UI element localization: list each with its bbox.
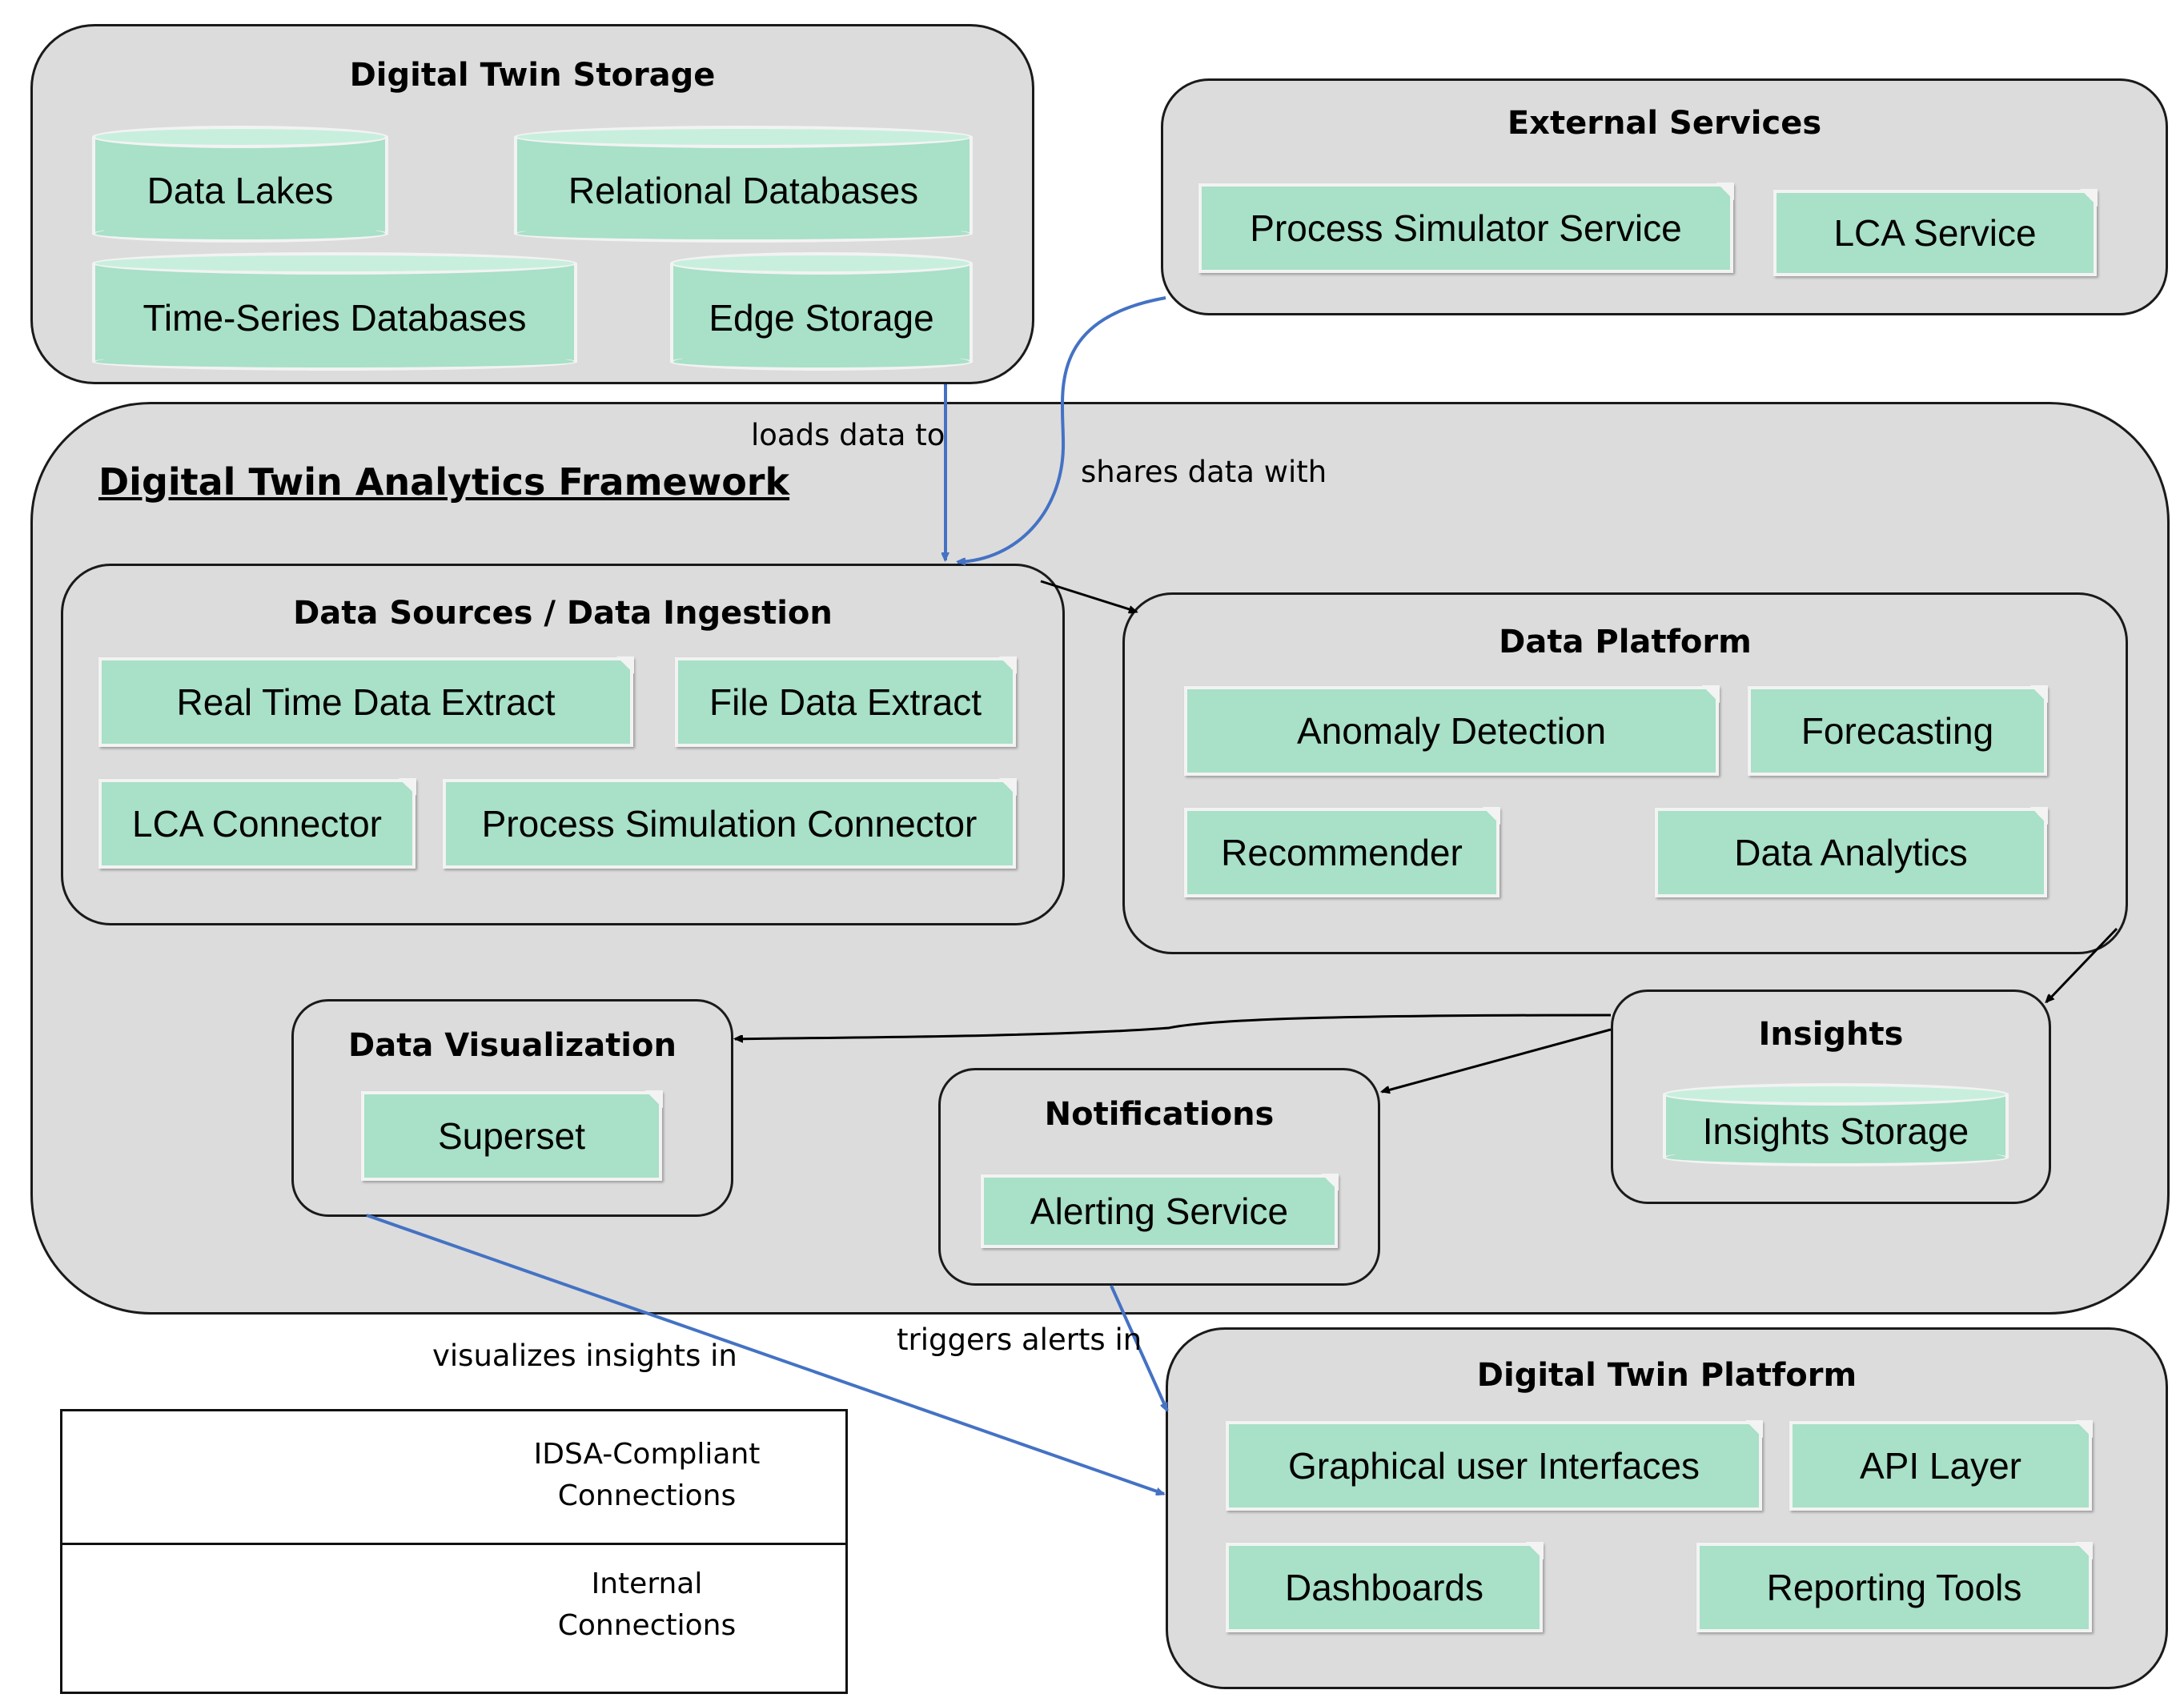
api-layer: API Layer bbox=[1789, 1420, 2093, 1511]
label-visualizes-insights: visualizes insights in bbox=[432, 1339, 737, 1373]
dt-platform-title: Digital Twin Platform bbox=[1476, 1357, 1857, 1394]
edge-insights-to-notifications bbox=[1382, 1028, 1612, 1092]
cylinder-data-lakes: Data Lakes bbox=[92, 126, 388, 243]
edge-insights-to-visualization bbox=[735, 1014, 1612, 1039]
cylinder-relational-databases: Relational Databases bbox=[514, 126, 973, 243]
insights-group: Insights Insights Storage bbox=[1611, 989, 2051, 1204]
notifications-group: Notifications Alerting Service bbox=[938, 1068, 1380, 1286]
forecasting: Forecasting bbox=[1748, 685, 2048, 776]
cylinder-time-series-databases: Time-Series Databases bbox=[92, 252, 577, 371]
data-lakes-label: Data Lakes bbox=[147, 170, 334, 211]
edge-storage-label: Edge Storage bbox=[709, 297, 934, 339]
legend-internal-label: Internal Connections bbox=[557, 1568, 737, 1642]
insights-storage-label: Insights Storage bbox=[1702, 1110, 1969, 1152]
data-platform-title: Data Platform bbox=[1499, 624, 1752, 660]
edge-triggers-alerts bbox=[1110, 1285, 1169, 1411]
notifications-title: Notifications bbox=[1044, 1096, 1275, 1133]
edge-shares-data bbox=[958, 296, 1166, 562]
framework-title: Digital Twin Analytics Framework bbox=[98, 460, 790, 504]
data-visualization-title: Data Visualization bbox=[348, 1027, 676, 1064]
legend-idsa-label: IDSA-Compliant Connections bbox=[533, 1438, 761, 1512]
label-triggers-alerts: triggers alerts in bbox=[897, 1323, 1142, 1357]
reporting-tools: Reporting Tools bbox=[1696, 1542, 2093, 1632]
legend: IDSA-Compliant Connections Internal Conn… bbox=[60, 1409, 848, 1694]
anomaly-detection: Anomaly Detection bbox=[1184, 685, 1720, 776]
label-loads-data: loads data to bbox=[751, 418, 945, 452]
lca-connector: LCA Connector bbox=[98, 778, 416, 869]
recommender: Recommender bbox=[1184, 807, 1500, 897]
dt-platform-group: Digital Twin Platform Graphical user Int… bbox=[1166, 1327, 2168, 1689]
insights-title: Insights bbox=[1758, 1016, 1904, 1053]
label-shares-data: shares data with bbox=[1081, 455, 1327, 489]
process-simulator-service: Process Simulator Service bbox=[1198, 183, 1734, 273]
lca-service: LCA Service bbox=[1773, 189, 2098, 276]
data-visualization-group: Data Visualization Superset bbox=[291, 999, 733, 1217]
edge-ingestion-to-platform bbox=[1040, 580, 1137, 612]
external-services-title: External Services bbox=[1507, 105, 1822, 142]
process-simulation-connector: Process Simulation Connector bbox=[443, 778, 1017, 869]
dashboards: Dashboards bbox=[1226, 1542, 1544, 1632]
alerting-service: Alerting Service bbox=[981, 1174, 1339, 1248]
edge-platform-to-insights bbox=[2046, 927, 2118, 1002]
ingestion-group: Data Sources / Data Ingestion Real Time … bbox=[61, 564, 1065, 925]
storage-group: Digital Twin Storage Data Lakes Relation… bbox=[30, 24, 1034, 384]
storage-title: Digital Twin Storage bbox=[349, 57, 716, 94]
data-analytics: Data Analytics bbox=[1655, 807, 2048, 897]
cylinder-insights-storage: Insights Storage bbox=[1663, 1083, 2009, 1166]
time-series-databases-label: Time-Series Databases bbox=[143, 297, 527, 339]
legend-divider bbox=[62, 1543, 845, 1545]
superset: Superset bbox=[361, 1090, 663, 1181]
graphical-user-interfaces: Graphical user Interfaces bbox=[1226, 1420, 1763, 1511]
external-services-group: External Services Process Simulator Serv… bbox=[1161, 78, 2168, 315]
relational-databases-label: Relational Databases bbox=[568, 170, 919, 211]
ingestion-title: Data Sources / Data Ingestion bbox=[293, 595, 833, 632]
data-platform-group: Data Platform Anomaly Detection Forecast… bbox=[1122, 592, 2128, 954]
cylinder-edge-storage: Edge Storage bbox=[670, 252, 973, 371]
file-data-extract: File Data Extract bbox=[675, 656, 1017, 747]
edge-visualizes-insights bbox=[366, 1214, 1164, 1494]
real-time-data-extract: Real Time Data Extract bbox=[98, 656, 634, 747]
